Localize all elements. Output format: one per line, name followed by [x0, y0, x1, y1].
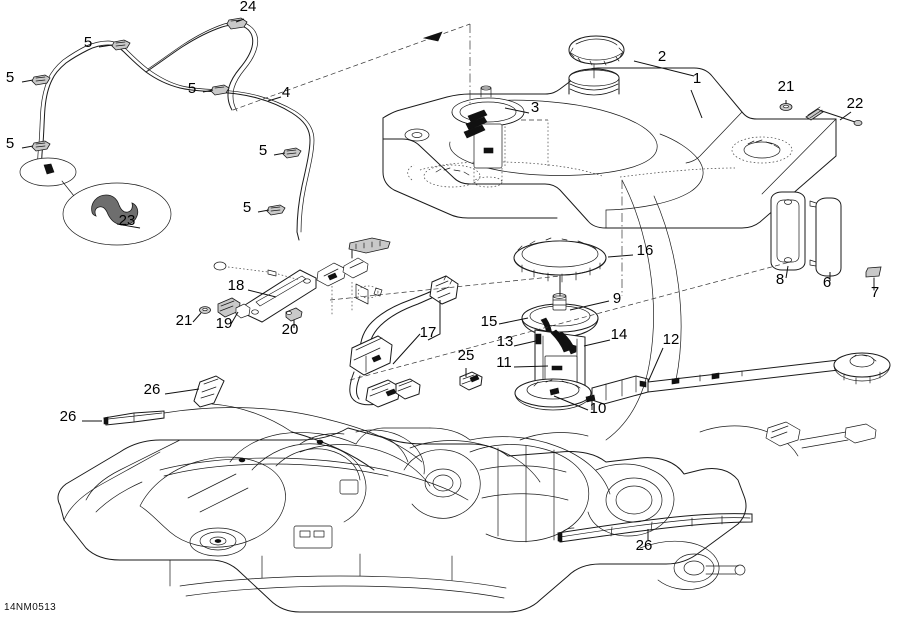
callout-line-clip: 24 [240, 0, 257, 15]
callout-fuel-pump: 11 [496, 354, 512, 371]
tank-internal-pad-left [423, 164, 481, 188]
clamp-set-10 [549, 387, 596, 411]
line-clips-5 [31, 39, 302, 216]
callout-line-clip: 5 [259, 142, 267, 159]
fuel-tank-cap-2 [568, 35, 625, 79]
engine-assembly [57, 403, 877, 613]
support-plate-18 [244, 269, 317, 323]
bushing-19 [217, 297, 251, 325]
leader-lines-left [21, 18, 286, 213]
fuel-rail-12 [591, 352, 891, 405]
callout-fuel-tank: 1 [693, 70, 701, 87]
callout-fuel-pump-module: 3 [531, 99, 539, 116]
hose-26-b [82, 410, 165, 426]
callout-fuel-tank-cap: 2 [658, 48, 666, 65]
pump-flange-15 [521, 275, 599, 339]
hose-26-a [164, 375, 225, 408]
callout-spacer: 20 [282, 321, 299, 338]
fuel-line-4 [37, 21, 315, 241]
clip-24 [226, 17, 248, 30]
washer-21-right [779, 103, 793, 111]
callout-retainer-clip: 7 [871, 284, 879, 301]
callout-hose: 26 [60, 408, 77, 425]
callout-grommet-detail: 23 [119, 212, 136, 229]
hose-26-c [557, 513, 753, 543]
callout-bushing: 19 [216, 315, 233, 332]
callout-support-plate: 18 [228, 277, 245, 294]
callout-level-sender: 14 [611, 326, 628, 343]
connector-25 [459, 368, 483, 391]
callout-screw: 22 [847, 95, 864, 112]
retainer-clip-7 [865, 266, 882, 291]
fuel-pump-module-3 [451, 85, 525, 188]
callout-connector: 25 [458, 347, 475, 364]
callout-line-clip: 5 [188, 80, 196, 97]
detail-bubble-23 [19, 157, 172, 246]
callout-washer: 21 [778, 78, 795, 95]
callout-line-clip: 5 [6, 69, 14, 86]
callout-lock-ring: 16 [637, 242, 654, 259]
foam-pad-6 [809, 197, 842, 277]
callout-fuel-fitting: 9 [613, 290, 621, 307]
callout-clamp-set: 10 [590, 400, 607, 417]
fuel-hose-assembly-17 [349, 275, 459, 408]
callout-fuel-rail: 12 [663, 331, 680, 348]
washer-21-left [192, 306, 211, 323]
tank-internal-pad [731, 136, 793, 164]
fuel-pump-11 [514, 329, 592, 411]
spacer-20 [285, 307, 303, 328]
lock-ring-16 [513, 237, 607, 283]
callout-pump-bracket: 13 [497, 333, 514, 350]
construction-lines [232, 23, 791, 441]
tank-strap-8 [770, 191, 806, 271]
callout-fuel-line: 4 [282, 84, 290, 101]
callout-line-clip: 5 [243, 199, 251, 216]
document-code: 14NM0513 [4, 602, 57, 613]
callout-washer: 21 [176, 312, 193, 329]
callout-pump-flange: 15 [481, 313, 498, 330]
fuel-tank-1 [382, 67, 837, 229]
screw-22 [805, 106, 863, 127]
callout-hose: 26 [636, 537, 653, 554]
callout-fuel-hose-assembly: 17 [420, 324, 437, 341]
callout-line-clip: 5 [6, 135, 14, 152]
leaders-tank [498, 60, 852, 383]
callout-tank-strap: 8 [776, 271, 784, 288]
callout-hose: 26 [144, 381, 161, 398]
sender-hardware [213, 237, 391, 316]
callout-line-clip: 5 [84, 34, 92, 51]
callout-foam-pad: 6 [823, 274, 831, 291]
